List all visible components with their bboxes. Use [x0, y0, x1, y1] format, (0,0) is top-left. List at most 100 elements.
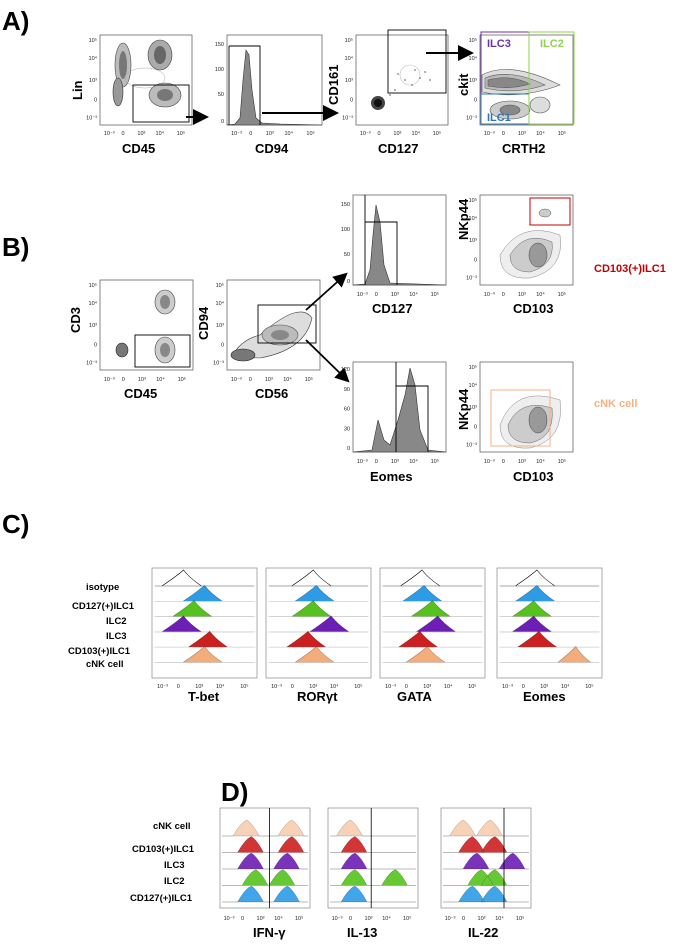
tick-label: 10⁻³ — [357, 292, 368, 298]
tick-label: 10⁻³ — [271, 684, 282, 690]
panel-b-plot6-xlabel: CD103 — [513, 469, 553, 484]
tick-label: 0 — [347, 446, 350, 452]
tick-label: 10³ — [365, 916, 373, 922]
tick-label: 10⁻³ — [484, 131, 495, 137]
tick-label: 10³ — [137, 131, 145, 137]
histogram-curve — [443, 885, 529, 903]
tick-label: 0 — [375, 459, 378, 465]
panel-d-row-label: cNK cell — [153, 821, 191, 832]
panel-c-row-label: CD103(+)ILC1 — [68, 646, 131, 657]
tick-label: 10³ — [478, 916, 486, 922]
tick-label: 0 — [522, 684, 525, 690]
tick-label: 0 — [462, 916, 465, 922]
tick-label: 10³ — [138, 377, 146, 383]
tick-label: 10⁻³ — [231, 131, 242, 137]
histogram-curve — [155, 569, 254, 587]
histogram-curve — [330, 869, 416, 886]
tick-label: 10⁵ — [345, 37, 353, 44]
tick-label: 0 — [474, 258, 477, 264]
panel-d-row-label: CD103(+)ILC1 — [132, 844, 195, 855]
panel-a-plot1-density — [112, 39, 182, 108]
tick-label: 0 — [291, 684, 294, 690]
tick-label: 10⁴ — [536, 130, 545, 137]
tick-label: 10⁵ — [558, 291, 566, 298]
tick-label: 10⁵ — [306, 130, 314, 137]
tick-label: 10⁵ — [558, 130, 566, 137]
tick-label: 10⁴ — [536, 291, 545, 298]
tick-label: 10⁴ — [330, 683, 339, 690]
tick-label: 10³ — [423, 684, 431, 690]
tick-label: 10⁻³ — [502, 684, 513, 690]
histogram-curve — [155, 584, 254, 602]
panel-c-row-labels: isotype CD127(+)ILC1 ILC2 ILC3 CD103(+)I… — [68, 582, 135, 670]
tick-label: 0 — [221, 343, 224, 349]
tick-label: 10⁻³ — [466, 116, 477, 122]
tick-label: 150 — [341, 202, 350, 208]
tick-label: 10⁻³ — [342, 116, 353, 122]
panel-b-plot-cd127-histogram: CD127 — [352, 194, 447, 316]
tick-label: 10⁵ — [469, 364, 477, 371]
panel-d-row-labels: cNK cell CD103(+)ILC1 ILC3 ILC2 CD127(+)… — [130, 821, 195, 904]
tick-label: 10³ — [309, 684, 317, 690]
tick-label: 10⁵ — [469, 197, 477, 204]
tick-label: 10⁻³ — [231, 377, 242, 383]
tick-label: 10⁴ — [283, 376, 292, 383]
tick-label: 0 — [177, 684, 180, 690]
panel-b-pop-cd103-ilc1: CD103(+)ILC1 — [594, 263, 666, 275]
tick-label: 10⁵ — [558, 458, 566, 465]
tick-label: 10⁵ — [516, 915, 524, 922]
tick-label: 60 — [344, 407, 350, 413]
histogram-curve — [383, 615, 482, 633]
panel-d-row-label: ILC2 — [164, 876, 185, 887]
panel-a-plot-cd94-histogram: CD94 — [226, 34, 323, 156]
tick-label: 10⁴ — [536, 458, 545, 465]
tick-label: 10⁻³ — [213, 361, 224, 367]
tick-label: 10⁻³ — [86, 361, 97, 367]
histogram-curve — [443, 852, 529, 870]
tick-label: 10⁴ — [345, 55, 354, 62]
tick-label: 10³ — [469, 405, 477, 411]
histogram-curve — [500, 569, 599, 587]
panel-d-histograms — [219, 807, 532, 909]
panel-a-gate-ilc2: ILC2 — [540, 38, 564, 50]
panel-b-plot1-ylabel: CD3 — [68, 307, 83, 333]
panel-b-plot-cd94-cd56: CD94 CD56 — [196, 279, 321, 401]
tick-label: 0 — [474, 425, 477, 431]
panel-a-letter: A) — [2, 6, 29, 36]
panel-c-marker-plot — [265, 567, 372, 679]
tick-label: 10⁻³ — [360, 131, 371, 137]
tick-label: 90 — [344, 387, 350, 393]
tick-label: 10⁴ — [412, 130, 421, 137]
tick-label: 10⁴ — [216, 300, 225, 307]
panel-b-plot2-ylabel: CD94 — [196, 306, 211, 340]
panel-a-plot2-xlabel: CD94 — [255, 141, 289, 156]
panel-b-letter: B) — [2, 232, 29, 262]
tick-label: 10⁴ — [409, 291, 418, 298]
panel-c-marker-label: RORγt — [297, 689, 338, 704]
tick-label: 10⁻³ — [466, 276, 477, 282]
tick-label: 0 — [122, 377, 125, 383]
tick-label: 10⁵ — [431, 458, 439, 465]
tick-label: 10⁴ — [469, 215, 478, 222]
tick-label: 10⁻³ — [484, 292, 495, 298]
panel-c-row-label: ILC2 — [106, 616, 127, 627]
tick-label: 10⁵ — [354, 683, 362, 690]
panel-d-marker-label: IL-13 — [347, 925, 377, 940]
tick-label: 50 — [344, 252, 350, 258]
tick-label: 10⁴ — [156, 130, 165, 137]
panel-d-marker-plot — [440, 807, 532, 909]
panel-b-plot1-xlabel: CD45 — [124, 386, 157, 401]
tick-label: 0 — [350, 98, 353, 104]
tick-label: 0 — [94, 98, 97, 104]
tick-label: 10³ — [257, 916, 265, 922]
panel-d-marker-label: IL-22 — [468, 925, 498, 940]
panel-d-row-label: ILC3 — [164, 860, 185, 871]
panel-d-marker-plot — [219, 807, 311, 909]
tick-label: 10⁴ — [469, 382, 478, 389]
tick-label: 0 — [94, 343, 97, 349]
panel-b-plot5-xlabel: Eomes — [370, 469, 413, 484]
tick-label: 10³ — [518, 459, 526, 465]
histogram-curve — [383, 646, 482, 663]
panel-a-plot3-xlabel: CD127 — [378, 141, 418, 156]
